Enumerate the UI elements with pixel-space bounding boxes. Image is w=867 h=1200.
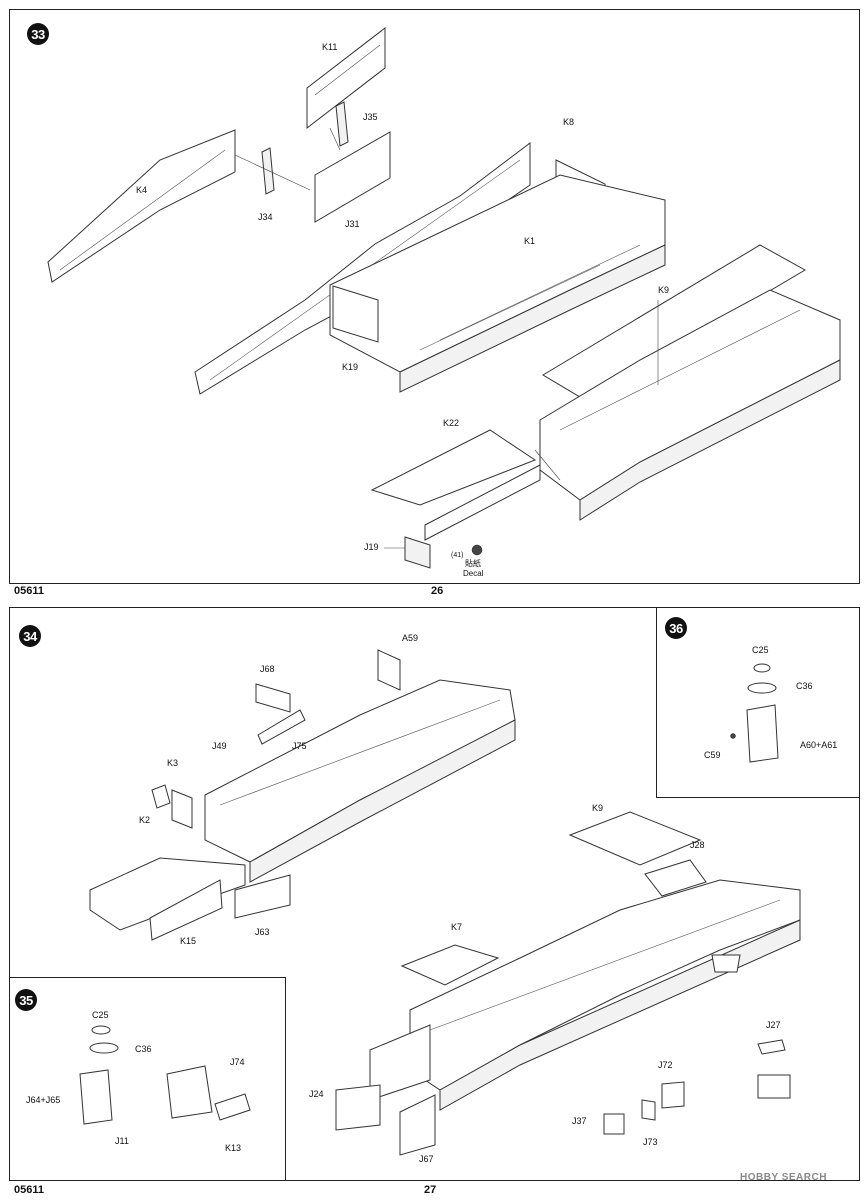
- decal-icon: [471, 544, 483, 556]
- step-36-badge: 36: [665, 617, 687, 639]
- label-k3: K3: [167, 758, 179, 768]
- rear-wall-34: [369, 1024, 431, 1101]
- part-c25-36-shape: [753, 663, 771, 673]
- part-k7-shape: [400, 944, 500, 986]
- label-j35: J35: [363, 112, 378, 122]
- lower-panel-33: [424, 464, 541, 541]
- label-k19: K19: [342, 362, 359, 372]
- part-k11-shape: [306, 26, 386, 130]
- label-j34: J34: [258, 212, 273, 222]
- part-j73-shape: [641, 1099, 656, 1121]
- part-j28-shape: [644, 859, 707, 897]
- label-k13: K13: [225, 1143, 242, 1153]
- label-j19: J19: [364, 542, 379, 552]
- part-j34-shape: [261, 147, 275, 195]
- part-c36-36-shape: [747, 682, 777, 694]
- step-35-badge: 35: [15, 989, 37, 1011]
- decal-ref: (41): [451, 552, 464, 559]
- step36-panel: [656, 607, 860, 798]
- part-j68-shape: [255, 683, 291, 713]
- part-a60-shape: [746, 704, 779, 763]
- label-k1: K1: [524, 236, 536, 246]
- part-j72-shape: [661, 1081, 685, 1109]
- label-j24: J24: [309, 1089, 324, 1099]
- part-j35-shape: [335, 101, 349, 147]
- label-c36-35: C36: [135, 1044, 152, 1054]
- label-c25-36: C25: [752, 645, 769, 655]
- top-page-frame: [9, 9, 860, 584]
- label-c36-36: C36: [796, 681, 813, 691]
- label-c59: C59: [704, 750, 721, 760]
- label-k22: K22: [443, 418, 460, 428]
- part-j67-shape: [399, 1094, 436, 1156]
- bottom-page-frame: [9, 607, 860, 1181]
- part-k9-shape: [542, 244, 807, 401]
- part-c36-35-shape: [89, 1042, 119, 1054]
- label-j37: J37: [572, 1116, 587, 1126]
- part-k4-shape: [47, 129, 236, 283]
- label-k9: K9: [658, 285, 670, 295]
- label-k9-34: K9: [592, 803, 604, 813]
- part-j27-shape: [757, 1039, 786, 1055]
- page-number-bottom: 27: [424, 1184, 437, 1196]
- label-k11: K11: [322, 42, 338, 52]
- part-k9b-shape: [568, 811, 702, 866]
- part-j19-shape: [404, 536, 431, 569]
- part-j64-shape: [79, 1069, 113, 1125]
- chassis-34: [204, 679, 516, 863]
- label-j28: J28: [690, 840, 705, 850]
- step-34-badge: 34: [19, 625, 41, 647]
- label-j49: J49: [212, 741, 227, 751]
- label-k15: K15: [180, 936, 197, 946]
- label-a59: A59: [402, 633, 419, 643]
- label-j75: J75: [292, 741, 307, 751]
- kit-code-top: 05611: [14, 585, 44, 597]
- decal-chinese: 貼紙: [465, 559, 481, 568]
- watermark: HOBBY SEARCH: [740, 1172, 827, 1183]
- part-c25-35-shape: [91, 1025, 111, 1035]
- page-number-top: 26: [431, 585, 444, 597]
- step-33-badge: 33: [27, 23, 49, 45]
- part-c59-shape: [730, 733, 736, 739]
- part-k15-shape: [149, 879, 223, 941]
- label-j73: J73: [643, 1137, 658, 1147]
- chassis-34b: [409, 879, 801, 1091]
- kit-code-bottom: 05611: [14, 1184, 44, 1196]
- bucket-part: [711, 954, 741, 973]
- part-j37-shape: [603, 1113, 625, 1135]
- label-j31: J31: [345, 219, 360, 229]
- part-a59-shape: [377, 649, 401, 691]
- label-j63: J63: [255, 927, 270, 937]
- label-j68: J68: [260, 664, 275, 674]
- part-j63-shape: [234, 874, 291, 919]
- step35-panel: [9, 977, 286, 1181]
- label-c25-35: C25: [92, 1010, 109, 1020]
- label-a60-a61: A60+A61: [800, 740, 838, 750]
- part-k3-shape: [151, 784, 171, 809]
- part-j31-shape: [314, 131, 391, 223]
- assembly-35: [166, 1065, 213, 1119]
- label-j74: J74: [230, 1057, 245, 1067]
- part-j75-shape: [257, 709, 306, 745]
- label-j72: J72: [658, 1060, 673, 1070]
- label-j67: J67: [419, 1154, 434, 1164]
- label-j11: J11: [115, 1136, 129, 1146]
- part-k13-shape: [214, 1093, 251, 1121]
- label-k8: K8: [563, 117, 575, 127]
- part-k19-shape: [332, 285, 379, 343]
- part-j24-shape: [335, 1084, 381, 1131]
- decal-english: Decal: [463, 569, 484, 578]
- part-k2-shape: [171, 789, 193, 829]
- label-k7: K7: [451, 922, 463, 932]
- label-k4: K4: [136, 185, 148, 195]
- label-j27: J27: [766, 1020, 781, 1030]
- j27-base: [757, 1074, 791, 1099]
- part-k22-shape: [370, 429, 537, 506]
- label-j64-j65: J64+J65: [26, 1095, 61, 1105]
- label-k2: K2: [139, 815, 151, 825]
